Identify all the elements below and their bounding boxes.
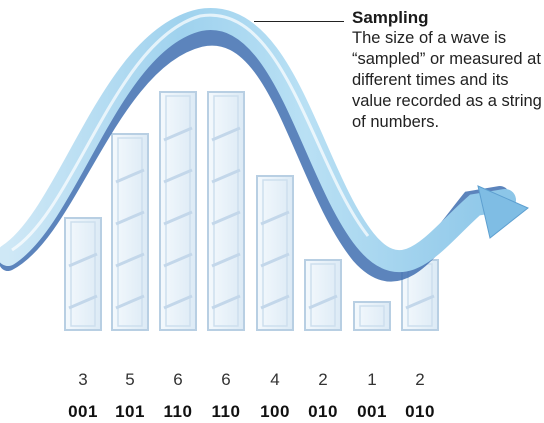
sound-wave-ribbon bbox=[0, 8, 529, 282]
sample-bar bbox=[353, 301, 391, 331]
sample-binary: 110 bbox=[211, 402, 241, 421]
sample-binary: 110 bbox=[163, 402, 193, 421]
sample-bar bbox=[256, 175, 294, 331]
sample-binary: 010 bbox=[308, 402, 338, 421]
caption-title: Sampling bbox=[352, 8, 429, 27]
caption-body: The size of a wave is “sampled” or measu… bbox=[352, 29, 542, 131]
sample-bar bbox=[304, 259, 342, 331]
sample-bar bbox=[207, 91, 245, 331]
sample-binary: 100 bbox=[260, 402, 290, 421]
sample-value: 2 bbox=[318, 370, 328, 389]
sample-value: 2 bbox=[415, 370, 425, 389]
caption-box: Sampling The size of a wave is “sampled”… bbox=[352, 8, 542, 133]
sample-value: 5 bbox=[125, 370, 135, 389]
wave-highlight bbox=[11, 13, 370, 252]
sample-value: 6 bbox=[173, 370, 183, 389]
sample-bars bbox=[64, 91, 439, 331]
sample-value: 6 bbox=[221, 370, 231, 389]
sample-bar bbox=[111, 133, 149, 331]
sample-binary: 001 bbox=[357, 402, 387, 421]
sample-value: 3 bbox=[78, 370, 88, 389]
sample-bar bbox=[159, 91, 197, 331]
sample-binary: 001 bbox=[68, 402, 98, 421]
sample-binary: 101 bbox=[115, 402, 145, 421]
wave-ribbon bbox=[0, 8, 516, 273]
sample-binary: 010 bbox=[405, 402, 435, 421]
sample-value: 1 bbox=[367, 370, 377, 389]
caption-leader-line bbox=[254, 21, 344, 22]
sample-bar bbox=[64, 217, 102, 331]
wave-arrowhead bbox=[477, 185, 529, 239]
sample-value: 4 bbox=[270, 370, 280, 389]
